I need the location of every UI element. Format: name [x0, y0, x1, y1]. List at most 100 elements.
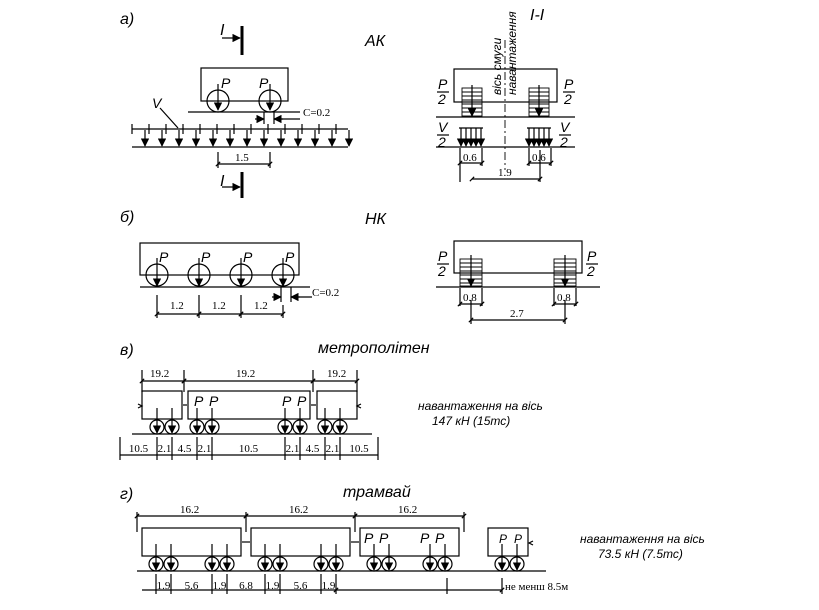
metro-car-length: 19.2 — [150, 368, 169, 380]
ak-p-label: P — [259, 75, 269, 91]
ak-v2-num: V — [560, 119, 571, 135]
nk-dim-08: 0.8 — [557, 292, 571, 304]
tram-p-label: P — [499, 532, 507, 546]
nk-cross-body — [453, 240, 583, 274]
tram-car-length: 16.2 — [398, 504, 417, 516]
distributed-load-arrows — [131, 124, 354, 147]
section-v-title: метрополітен — [318, 340, 430, 357]
cut-title: І-І — [530, 7, 545, 24]
metro-dim-value: 4.5 — [306, 443, 320, 455]
cut-mark-bottom: I — [220, 173, 225, 190]
section-v-label: в) — [120, 342, 134, 359]
ak-c-label: C=0.2 — [303, 107, 330, 119]
nk-c-label: C=0.2 — [312, 287, 339, 299]
tram-min-gap: не менш 8.5м — [505, 581, 568, 593]
metro-p-label: P — [209, 393, 219, 409]
metro-car — [141, 390, 183, 420]
tram-dim-value: 1.9 — [322, 580, 336, 592]
tram-car — [359, 527, 460, 557]
nk-p2-den: 2 — [437, 263, 446, 279]
ak-dim-06: 0.6 — [463, 152, 477, 164]
tram-p-label: P — [514, 532, 522, 546]
metro-p-label: P — [297, 393, 307, 409]
tram-dim-value: 1.9 — [213, 580, 227, 592]
section-a: а) АК I I P P C=0.2 V 1.5 — [120, 7, 575, 198]
tram-dim-value: 1.9 — [266, 580, 280, 592]
nk-p-label: P — [201, 249, 211, 265]
nk-p2-den: 2 — [586, 263, 595, 279]
ak-v-label: V — [152, 95, 163, 111]
section-a-label: а) — [120, 11, 134, 28]
metro-car-length: 19.2 — [236, 368, 255, 380]
ak-p2-num: P — [564, 76, 574, 92]
tram-dims: 1.9 5.6 1.9 6.8 1.9 5.6 1.9 — [142, 574, 337, 594]
metro-p-label: P — [194, 393, 204, 409]
tram-note-2: 73.5 кН (7.5тс) — [598, 547, 683, 561]
section-b-label: б) — [120, 209, 134, 226]
ak-dim-19: 1.9 — [498, 167, 512, 179]
ak-v2-den: 2 — [437, 134, 446, 150]
nk-dim-12: 1.2 — [212, 300, 226, 312]
ak-dim-06: 0.6 — [532, 152, 546, 164]
tram-p-label: P — [435, 530, 445, 546]
nk-body — [139, 242, 300, 276]
metro-dim-value: 2.1 — [198, 443, 212, 455]
nk-p-label: P — [285, 249, 295, 265]
nk-p-label: P — [243, 249, 253, 265]
metro-dim-value: 4.5 — [178, 443, 192, 455]
ak-v2-num: V — [438, 119, 449, 135]
nk-dim-12: 1.2 — [254, 300, 268, 312]
nk-dim-27: 2.7 — [510, 308, 524, 320]
nk-p2-num: P — [438, 248, 448, 264]
ak-v2-den: 2 — [559, 134, 568, 150]
axis-label-line2: навантаження — [505, 11, 519, 95]
ak-p2-num: P — [438, 76, 448, 92]
tram-car — [487, 527, 529, 557]
metro-dim-value: 2.1 — [286, 443, 300, 455]
nk-dim-08: 0.8 — [463, 292, 477, 304]
metro-dim-value: 2.1 — [158, 443, 172, 455]
v2-arrows-right — [524, 127, 554, 147]
nk-p-label: P — [159, 249, 169, 265]
tram-p-label: P — [364, 530, 374, 546]
metro-note-2: 147 кН (15тс) — [432, 414, 510, 428]
nk-dim-12: 1.2 — [170, 300, 184, 312]
ak-p2-den: 2 — [563, 91, 572, 107]
metro-dim-value: 10.5 — [239, 443, 259, 455]
metro-car-length: 19.2 — [327, 368, 346, 380]
metro-dim-value: 10.5 — [129, 443, 149, 455]
tram-note-1: навантаження на вісь — [580, 532, 705, 546]
cut-mark-top: I — [220, 22, 225, 39]
section-g-label: г) — [120, 486, 133, 503]
ak-p2-den: 2 — [437, 91, 446, 107]
ak-wheel-gap: 1.5 — [235, 152, 249, 164]
tram-dim-value: 5.6 — [185, 580, 199, 592]
tram-p-label: P — [379, 530, 389, 546]
tram-car-length: 16.2 — [180, 504, 199, 516]
tram-car — [250, 527, 351, 557]
v2-arrows-left — [456, 127, 486, 147]
metro-p-label: P — [282, 393, 292, 409]
tram-dim-value: 6.8 — [239, 580, 253, 592]
tram-dim-value: 1.9 — [157, 580, 171, 592]
tram-dim-value: 5.6 — [294, 580, 308, 592]
ak-p-label: P — [221, 75, 231, 91]
metro-car — [316, 390, 358, 420]
section-b-title: НК — [365, 211, 388, 228]
tram-car — [141, 527, 242, 557]
ak-cross-body — [453, 68, 558, 103]
nk-p2-num: P — [587, 248, 597, 264]
tram-p-label: P — [420, 530, 430, 546]
ak-truck-body — [200, 67, 289, 102]
section-g-title: трамвай — [343, 484, 411, 501]
section-b: б) НК P P P P C=0.2 1.2 1.2 1.2 — [120, 209, 600, 324]
metro-dim-value: 10.5 — [349, 443, 369, 455]
metro-car — [187, 390, 311, 420]
